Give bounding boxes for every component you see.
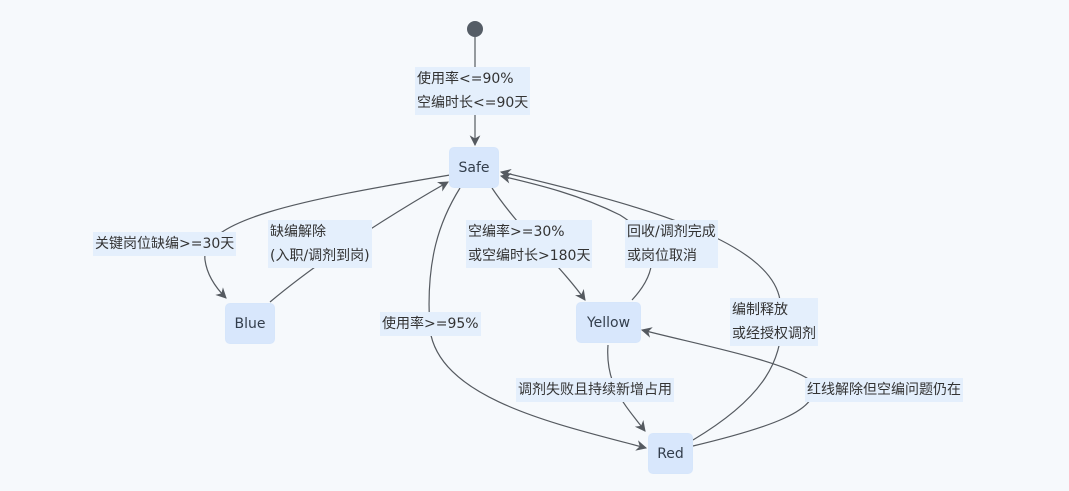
- transition-label-blue-safe: 缺编解除 (入职/调剂到岗): [268, 220, 372, 268]
- state-red[interactable]: Red: [648, 433, 693, 474]
- label-line: 空编时长<=90天: [417, 95, 529, 111]
- label-line: 或经授权调剂: [732, 326, 816, 342]
- label-line: 空编率>=30%: [468, 224, 565, 240]
- transition-label-start-safe: 使用率<=90% 空编时长<=90天: [415, 67, 531, 115]
- start-state: [467, 21, 483, 37]
- state-blue[interactable]: Blue: [225, 303, 275, 344]
- transition-label-safe-blue: 关键岗位缺编>=30天: [93, 232, 237, 256]
- label-line: 缺编解除: [270, 224, 326, 240]
- edge-safe-red: [428, 187, 648, 451]
- label-line: 关键岗位缺编>=30天: [95, 236, 235, 252]
- label-line: 回收/调剂完成: [627, 224, 716, 240]
- label-line: 编制释放: [732, 302, 788, 318]
- label-line: (入职/调剂到岗): [270, 248, 370, 264]
- state-safe[interactable]: Safe: [449, 147, 499, 188]
- transition-label-red-safe: 编制释放 或经授权调剂: [730, 298, 818, 346]
- transition-label-safe-yellow: 空编率>=30% 或空编时长>180天: [466, 220, 593, 268]
- transition-label-yellow-red: 调剂失败且持续新增占用: [516, 378, 674, 402]
- label-line: 使用率>=95%: [382, 316, 479, 332]
- label-line: 调剂失败且持续新增占用: [518, 382, 672, 398]
- edge-red-safe: [499, 168, 783, 441]
- label-line: 或空编时长>180天: [468, 248, 591, 264]
- transition-label-red-yellow: 红线解除但空编问题仍在: [805, 378, 963, 402]
- edge-yellow-safe: [499, 172, 653, 301]
- label-line: 红线解除但空编问题仍在: [807, 382, 961, 398]
- label-line: 或岗位取消: [627, 248, 697, 264]
- state-yellow[interactable]: Yellow: [576, 302, 641, 343]
- label-line: 使用率<=90%: [417, 71, 514, 87]
- transition-label-yellow-safe: 回收/调剂完成 或岗位取消: [625, 220, 718, 268]
- transition-label-safe-red: 使用率>=95%: [380, 312, 481, 336]
